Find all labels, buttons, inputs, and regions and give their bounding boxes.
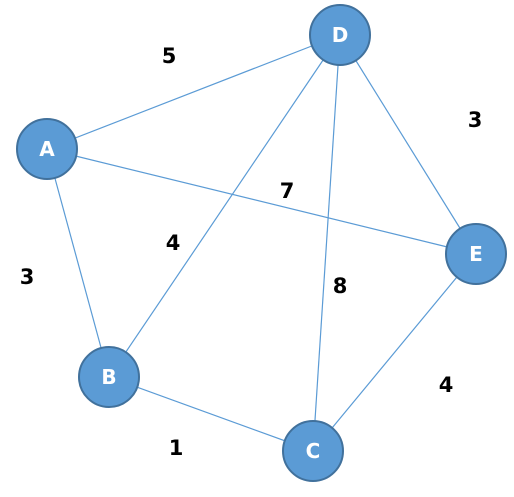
- edge-d-e: [339, 34, 477, 255]
- node-a-label: A: [39, 137, 55, 161]
- weight-b-d: 4: [166, 231, 181, 255]
- nodes-layer: A B C D E: [16, 4, 507, 482]
- node-d-circle: [309, 4, 371, 66]
- edge-c-e: [312, 253, 477, 452]
- weight-d-c: 8: [333, 274, 348, 298]
- node-e-circle: [445, 223, 507, 285]
- edge-b-c: [108, 376, 314, 452]
- edge-b-d: [108, 34, 341, 378]
- edges-layer: [46, 34, 477, 452]
- node-c: C: [282, 420, 344, 482]
- node-d: D: [309, 4, 371, 66]
- weight-c-e: 4: [439, 373, 454, 397]
- edge-a-d: [46, 34, 341, 150]
- node-b-circle: [78, 346, 140, 408]
- edge-d-c: [312, 34, 341, 452]
- node-a-circle: [16, 118, 78, 180]
- weight-a-e: 7: [280, 179, 295, 203]
- weight-d-e: 3: [468, 108, 483, 132]
- node-d-label: D: [332, 23, 349, 47]
- weight-a-d: 5: [162, 44, 177, 68]
- node-e: E: [445, 223, 507, 285]
- node-b-label: B: [101, 365, 116, 389]
- weight-a-b: 3: [20, 265, 35, 289]
- node-e-label: E: [469, 242, 483, 266]
- node-c-circle: [282, 420, 344, 482]
- node-c-label: C: [306, 439, 321, 463]
- node-a: A: [16, 118, 78, 180]
- weight-b-c: 1: [169, 436, 184, 460]
- edge-a-b: [46, 148, 110, 378]
- node-b: B: [78, 346, 140, 408]
- edge-a-e: [46, 148, 477, 255]
- weights-layer: 5 3 7 4 1 8 3 4: [20, 44, 483, 460]
